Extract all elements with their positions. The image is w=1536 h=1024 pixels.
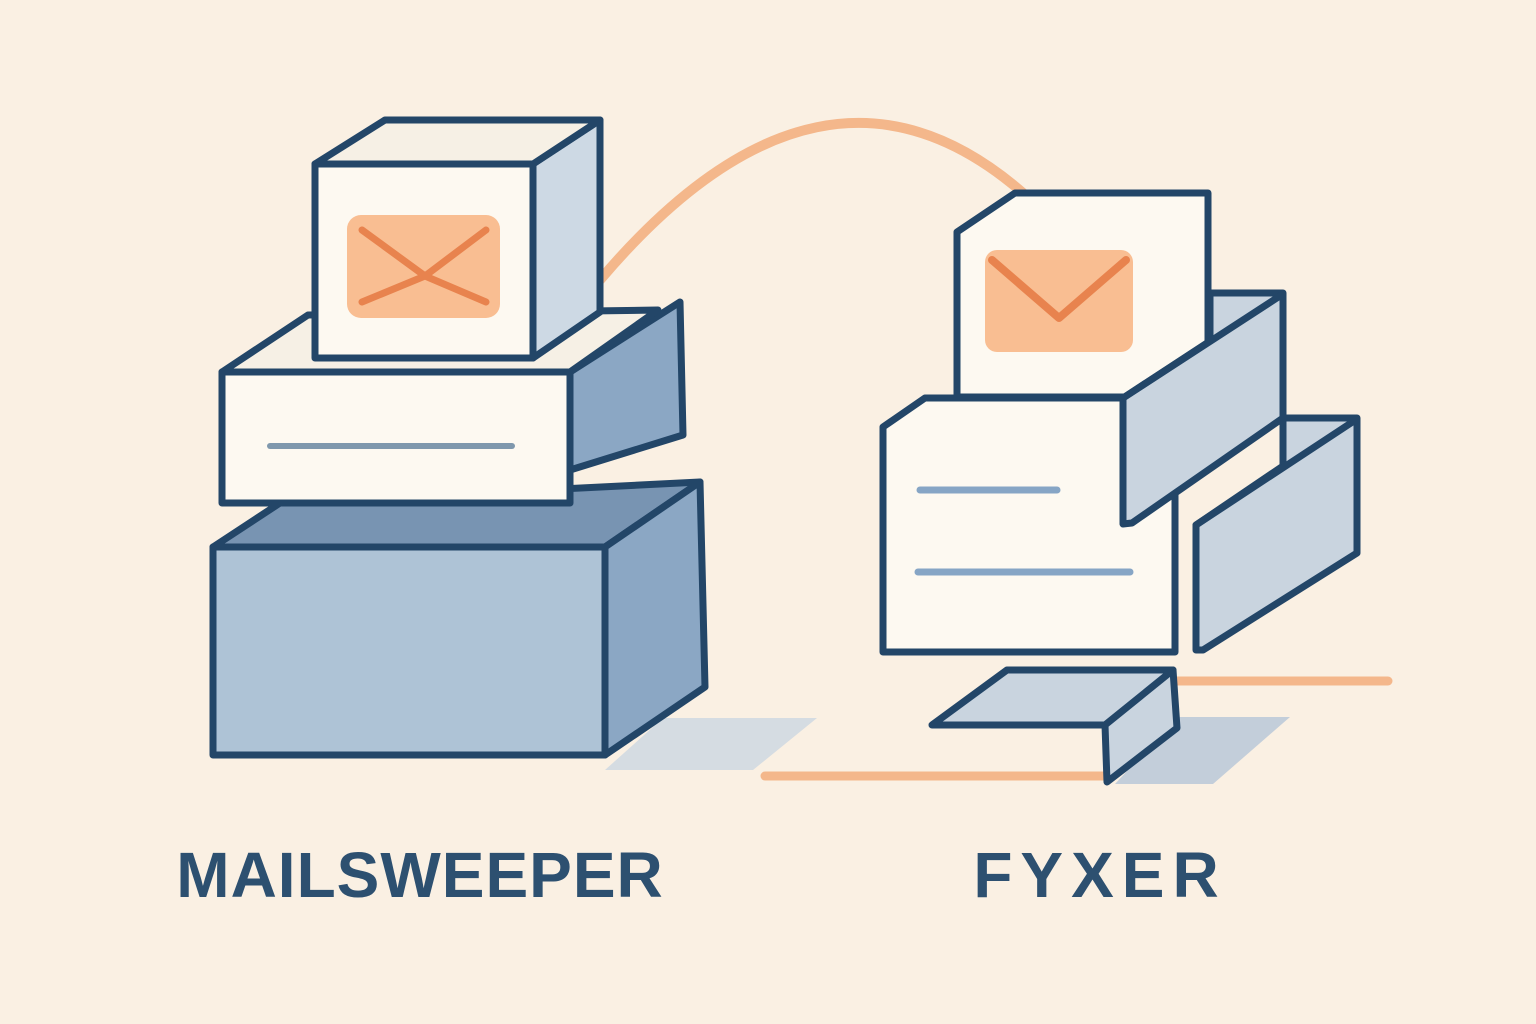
bottom-box-front-face [209,543,609,759]
fyxer-label: FYXER [973,839,1226,911]
bottom-box [209,478,709,759]
mailsweeper-stack [209,116,817,770]
folded-sheet-crease [1101,666,1177,729]
lower-step-fold-edge [1192,415,1361,529]
envelope-flap-icon [985,250,1133,352]
connection-arc [595,118,1028,285]
mailsweeper-label: MAILSWEEPER [176,839,663,911]
envelope-back-icon [347,215,500,318]
middle-box-front-face [218,368,574,507]
step-slabs [1119,289,1361,654]
right-ground-shadow [1115,717,1290,784]
left-ground-shadow [605,718,817,770]
folded-sheet [928,666,1181,786]
top-cube [311,116,604,362]
lower-card-face [879,394,1179,656]
upper-step-fold-edge [1119,290,1287,402]
fyxer-stack [760,189,1393,786]
lower-card [879,394,1179,656]
